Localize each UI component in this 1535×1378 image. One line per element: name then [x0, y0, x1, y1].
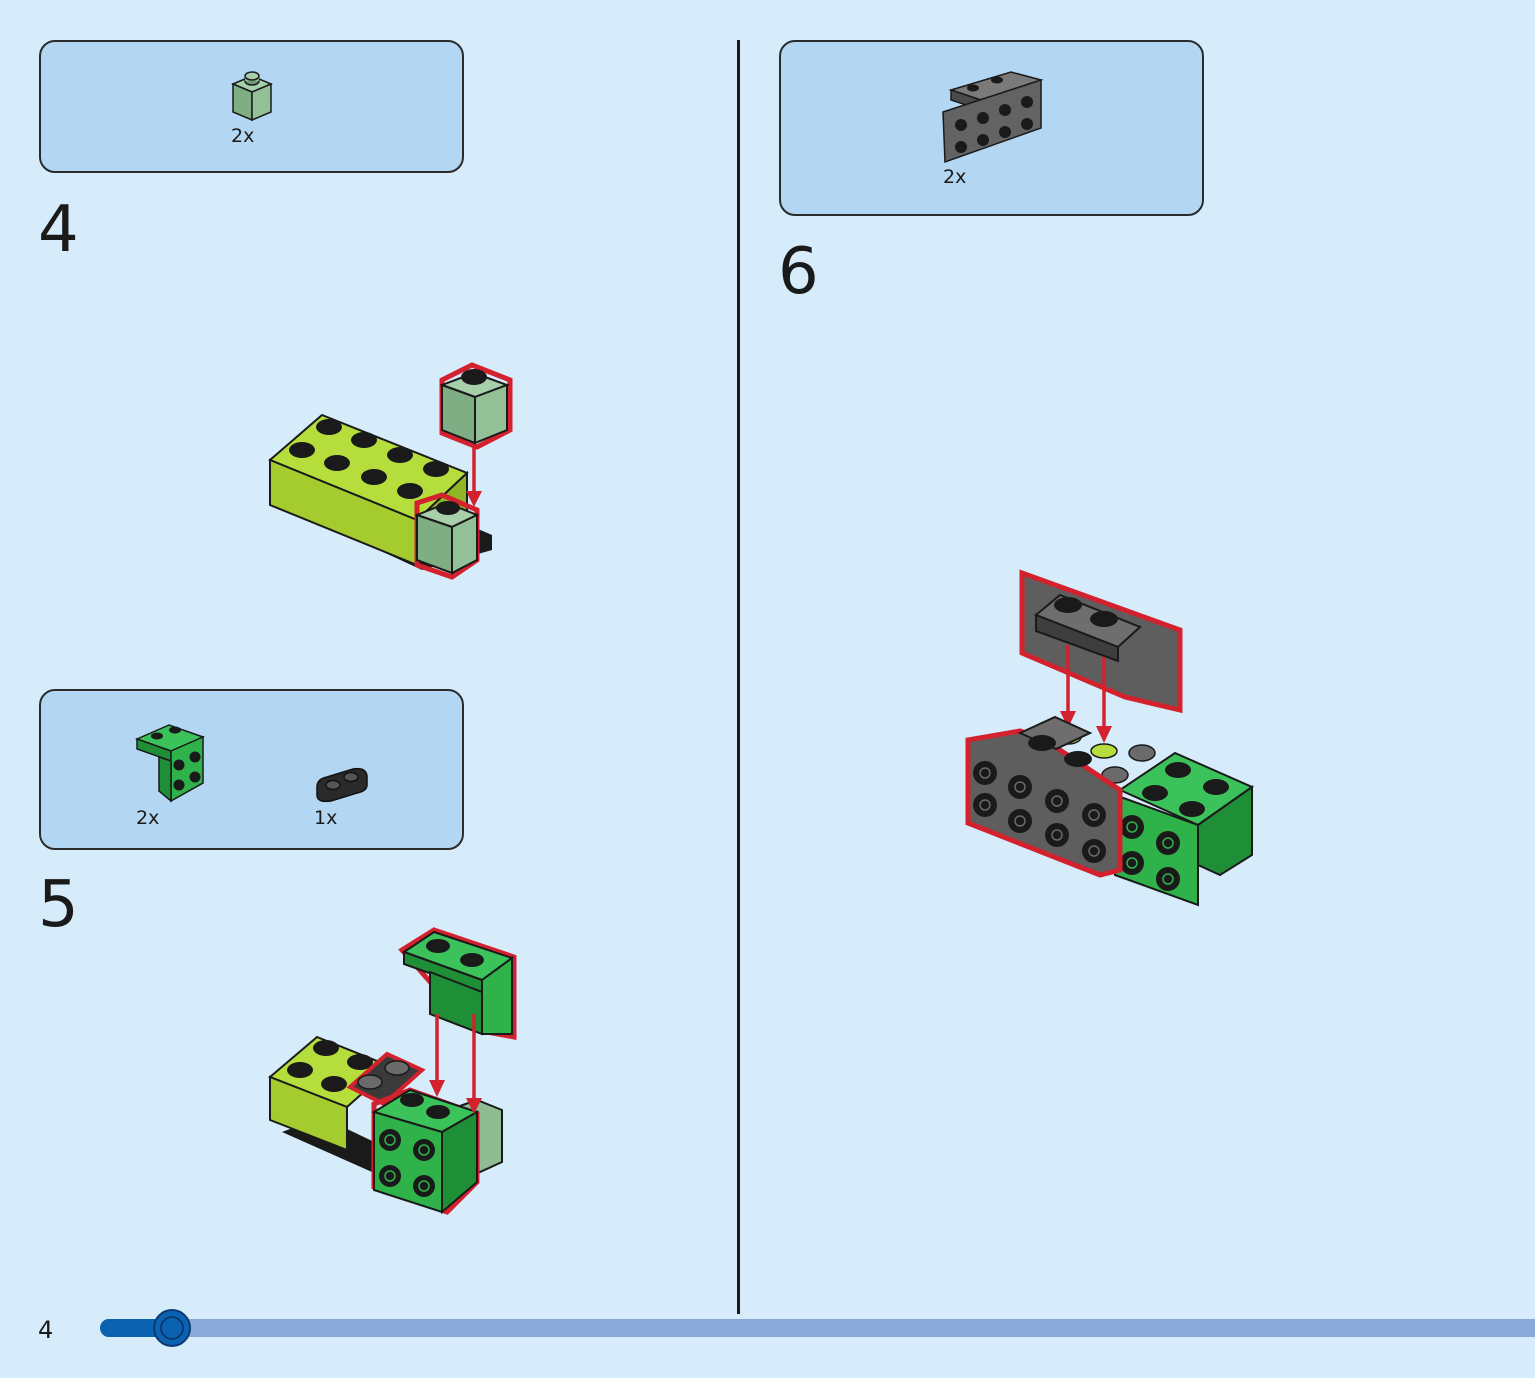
progress-marker-icon — [153, 1309, 191, 1347]
step-6-assembly-illustration — [965, 569, 1255, 907]
black-plate-icon — [316, 767, 368, 803]
step-number: 6 — [778, 235, 819, 309]
part-quantity: 1x — [314, 807, 338, 829]
sand-green-brick-icon — [231, 71, 273, 122]
page-number: 4 — [38, 1316, 54, 1344]
parts-box-step-4: 2x — [39, 40, 464, 173]
step-number: 4 — [38, 193, 79, 267]
progress-track — [100, 1319, 1535, 1337]
parts-box-step-6: 2x — [779, 40, 1204, 216]
part-quantity: 2x — [136, 807, 160, 829]
column-divider — [737, 40, 740, 1314]
step-number: 5 — [38, 868, 79, 942]
green-bracket-icon — [135, 724, 206, 803]
dark-gray-bracket-icon — [942, 71, 1044, 164]
part-quantity: 2x — [231, 125, 255, 147]
step-5-assembly-illustration — [268, 927, 517, 1215]
step-4-assembly-illustration — [268, 362, 513, 580]
parts-box-step-5: 2x 1x — [39, 689, 464, 850]
part-quantity: 2x — [943, 166, 967, 188]
